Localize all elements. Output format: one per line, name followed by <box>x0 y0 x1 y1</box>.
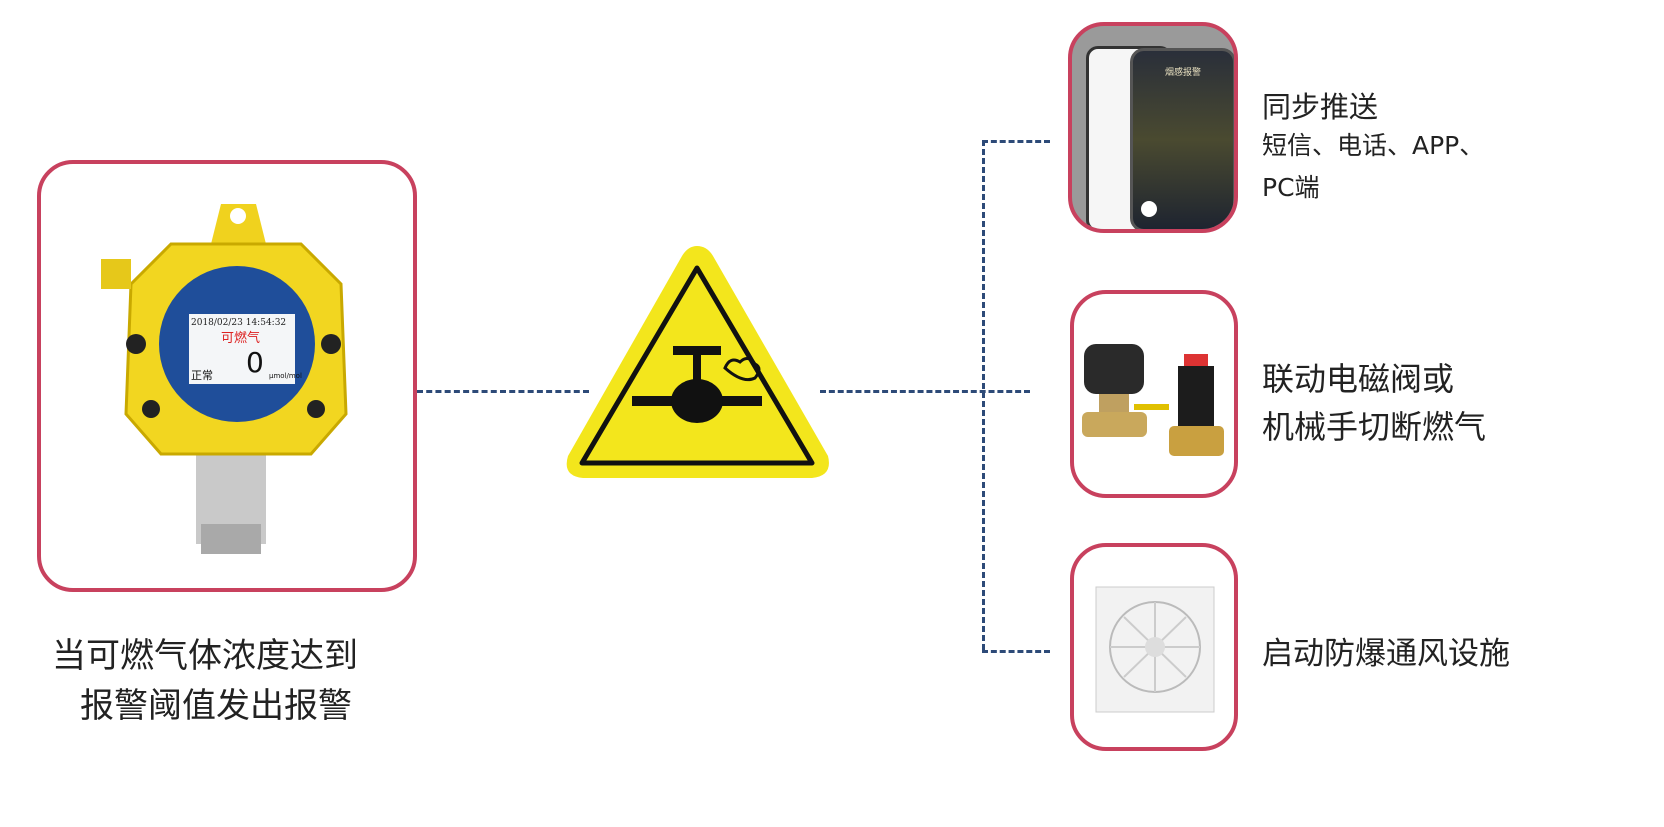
gas-detector-image: 2018/02/23 14:54:32 可燃气 0 μmol/mol 正常 <box>101 204 348 554</box>
gas-detector-card: 2018/02/23 14:54:32 可燃气 0 μmol/mol 正常 <box>37 160 417 592</box>
screen-datetime: 2018/02/23 14:54:32 <box>191 318 286 328</box>
gas-leak-warning-icon <box>560 238 835 483</box>
push-title: 同步推送 <box>1262 90 1379 124</box>
connector-right <box>820 390 1030 393</box>
phone-call-icon <box>1141 201 1157 217</box>
connector-vertical <box>982 140 985 650</box>
screen-gas: 可燃气 <box>221 330 260 346</box>
screen-unit: μmol/mol <box>269 372 302 380</box>
phone-push-card: 烟感报警 <box>1068 22 1238 233</box>
connector-bottom <box>982 650 1050 653</box>
detector-caption-line2: 报警阈值发出报警 <box>80 686 352 726</box>
valve-text-line2: 机械手切断燃气 <box>1262 408 1487 446</box>
fan-text: 启动防爆通风设施 <box>1262 636 1510 672</box>
push-channels-pc: PC端 <box>1262 173 1320 202</box>
push-channels: 短信、电话、APP、 <box>1262 131 1485 160</box>
fan-card <box>1070 543 1238 751</box>
ventilation-fan-image <box>1095 586 1215 713</box>
valve-card <box>1070 290 1238 498</box>
connector-left <box>417 390 589 393</box>
phone-image-front: 烟感报警 <box>1130 48 1234 229</box>
phone-screen-title: 烟感报警 <box>1164 68 1201 78</box>
screen-value: 0 <box>246 346 264 379</box>
valve-text-line1: 联动电磁阀或 <box>1262 360 1455 398</box>
valve-image <box>1082 344 1224 456</box>
connector-top <box>982 140 1050 143</box>
detector-caption-line1: 当可燃气体浓度达到 <box>52 636 358 676</box>
screen-status: 正常 <box>191 369 213 382</box>
